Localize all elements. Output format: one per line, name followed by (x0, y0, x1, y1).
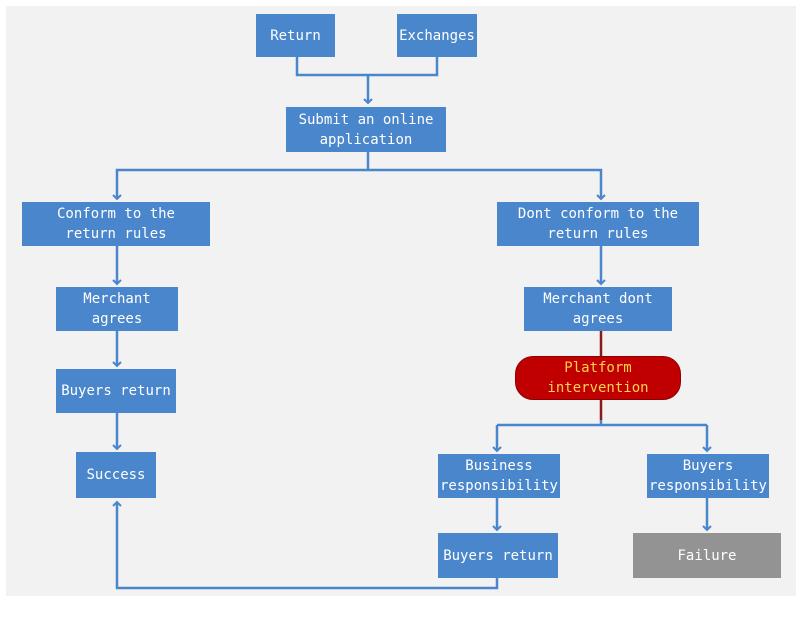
business-responsibility-box: Business responsibility (438, 454, 560, 498)
failure-box: Failure (633, 533, 781, 578)
connector-return-to-merge (295, 57, 368, 77)
arrow-to-dont-conform (368, 168, 606, 201)
merchant-agrees-box: Merchant agrees (56, 287, 178, 331)
success-box: Success (76, 452, 156, 498)
connector-platform-split (497, 420, 707, 427)
platform-intervention-box: Platform intervention (515, 356, 681, 400)
conform-rules-box: Conform to the return rules (22, 202, 210, 246)
return-box: Return (256, 14, 335, 57)
buyers-return-right-box: Buyers return (438, 533, 558, 578)
arrow-to-conform (112, 168, 368, 201)
submit-application-box: Submit an online application (286, 107, 446, 152)
connector-exchanges-to-merge (368, 57, 439, 77)
exchanges-box: Exchanges (397, 14, 477, 57)
arrow-buyers-return-to-success (112, 500, 499, 590)
dont-conform-rules-box: Dont conform to the return rules (497, 202, 699, 246)
merchant-dont-agrees-box: Merchant dont agrees (524, 287, 672, 331)
buyers-responsibility-box: Buyers responsibility (647, 454, 769, 498)
buyers-return-left-box: Buyers return (56, 369, 176, 413)
